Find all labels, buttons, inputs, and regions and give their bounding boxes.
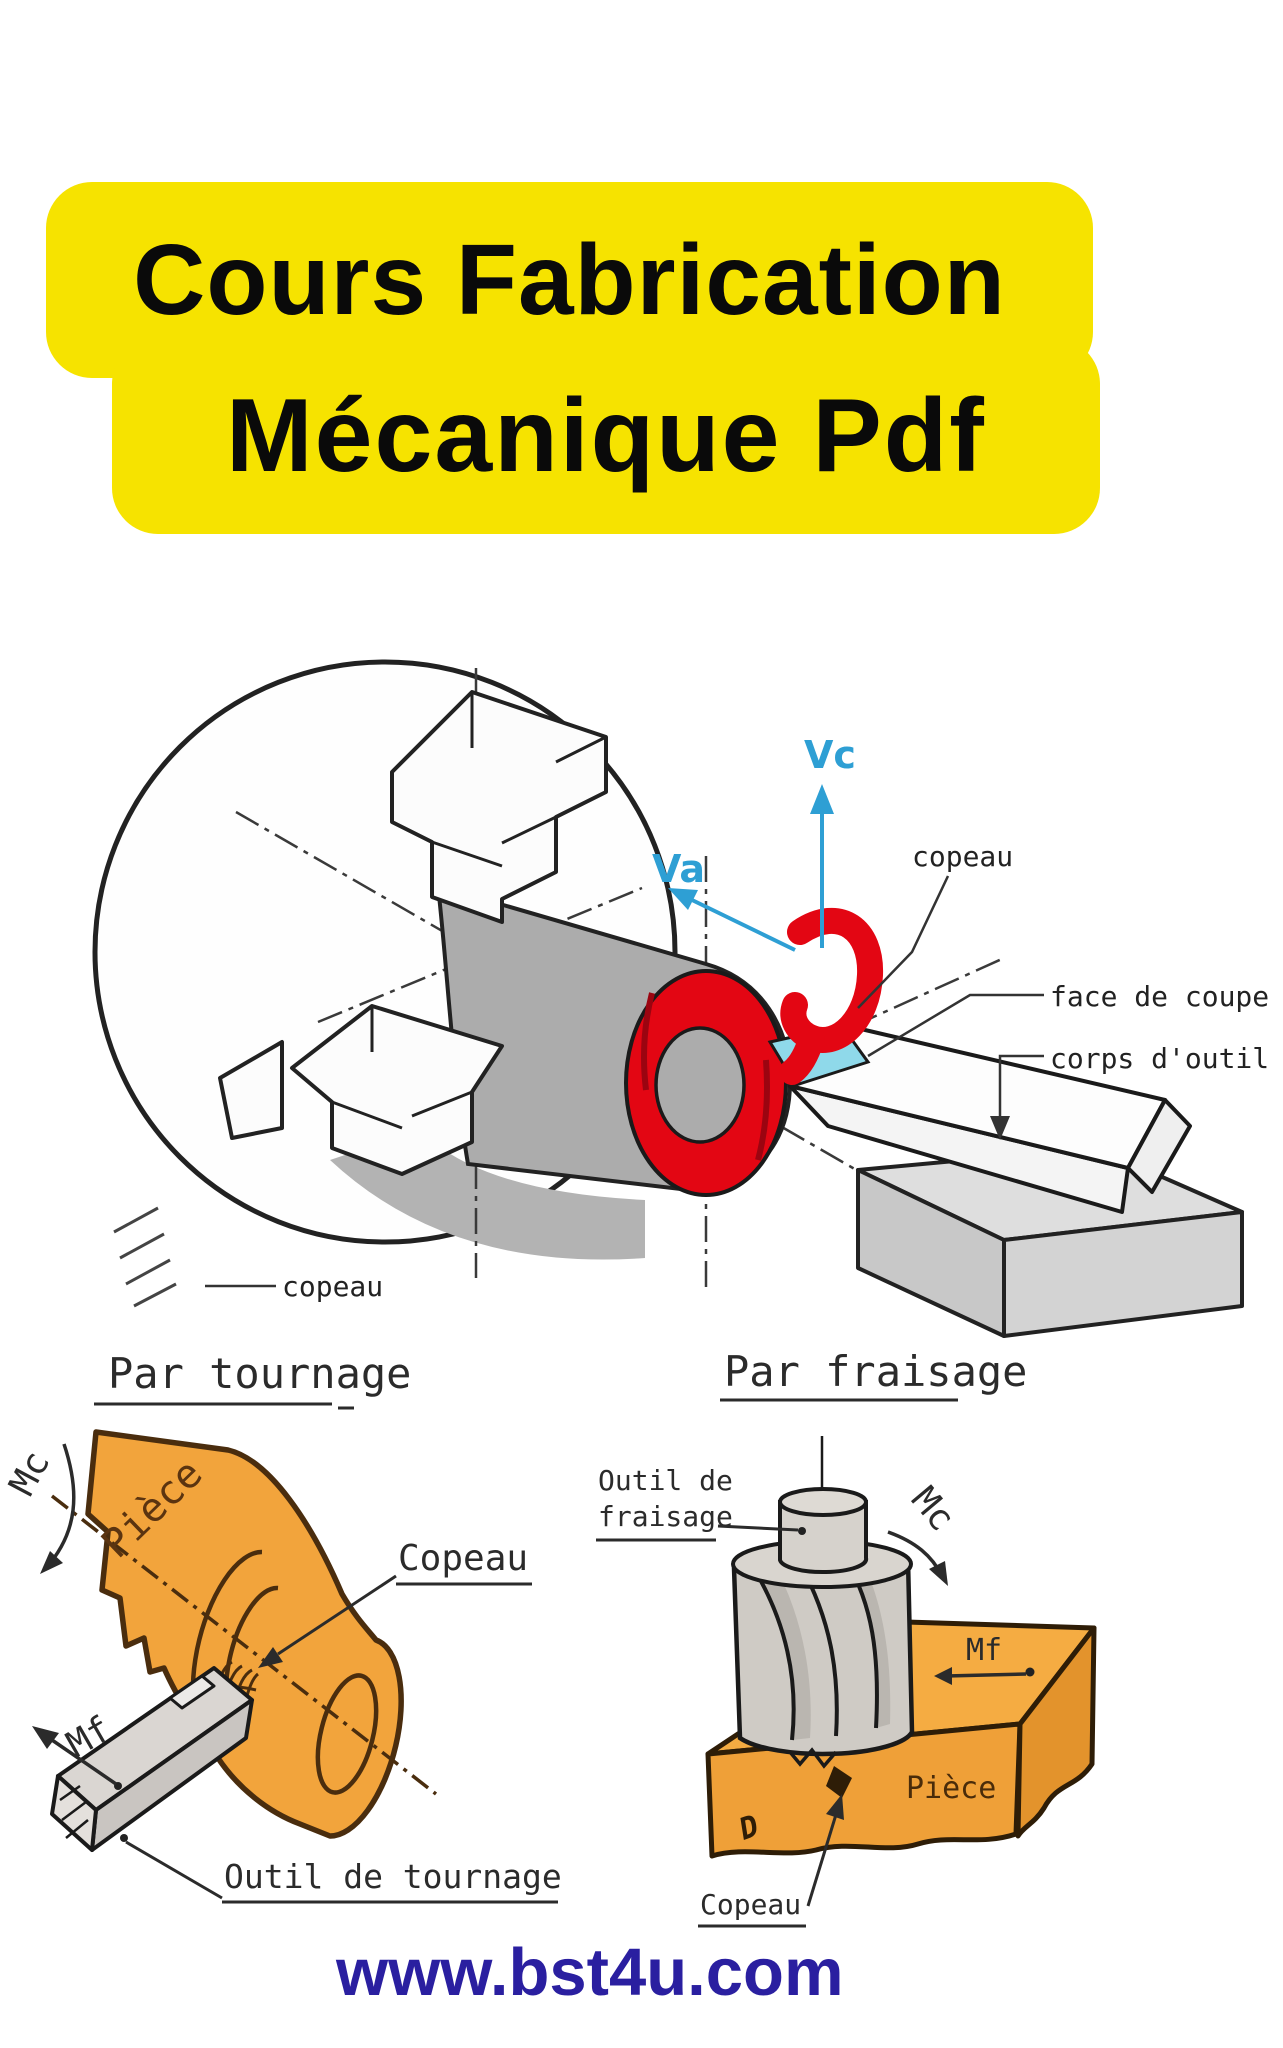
copeau-label: copeau xyxy=(912,840,1013,873)
fraisage-diagram: Par fraisage Outil de xyxy=(596,1347,1097,1928)
va-arrow-head xyxy=(668,888,698,910)
cutter-teeth xyxy=(788,1747,838,1769)
fraisage-piece-label: Pièce xyxy=(906,1771,996,1806)
face-de-coupe-leader xyxy=(867,993,1044,1058)
turning-iso-diagram: Vc Va copeau face de coupe corps d'outil… xyxy=(92,659,1269,1338)
outil-fraisage-line1: Outil de xyxy=(598,1464,733,1497)
block-front-face xyxy=(705,1721,1023,1859)
milling-cutter xyxy=(731,1487,915,1769)
fraisage-mf-label: Mf xyxy=(966,1633,1002,1668)
va-arrow-shaft xyxy=(689,897,796,952)
outil-fraisage-line2: fraisage xyxy=(598,1500,733,1533)
top-jaw xyxy=(390,690,608,924)
tool-end xyxy=(50,1774,98,1852)
fraisage-copeau-leader xyxy=(806,1807,840,1907)
fraisage-title: Par fraisage xyxy=(724,1347,1027,1396)
website-text: www.bst4u.com xyxy=(336,1935,844,2010)
chip-tail xyxy=(779,1025,825,1085)
tool-insert-step xyxy=(168,1674,216,1710)
copeau-bottom-label: copeau xyxy=(282,1270,383,1303)
cutter-flute-shade-2 xyxy=(846,1556,891,1728)
fraisage-mc-label: Mc xyxy=(903,1479,962,1539)
fraisage-mf-arrow-head xyxy=(934,1667,952,1685)
tournage-diagram: Par tournage Mc xyxy=(2,1349,562,1904)
outil-leader-dot xyxy=(120,1834,128,1842)
velocity-arrows: Vc Va xyxy=(652,733,856,952)
mc-arrow xyxy=(44,1443,76,1570)
block-right-face xyxy=(1015,1625,1097,1839)
tournage-tool xyxy=(50,1666,254,1852)
red-chip-curl xyxy=(779,908,884,1085)
banner-background-bottom xyxy=(112,338,1100,534)
banner-title-line1: Cours Fabrication xyxy=(133,223,1006,336)
bottom-jaw xyxy=(290,1004,504,1176)
fraisage-mf-arrow xyxy=(945,1672,1027,1678)
va-label: Va xyxy=(652,847,705,891)
cutter-shank-top xyxy=(778,1487,868,1517)
fraisage-mc-arrow-head xyxy=(929,1561,948,1586)
outil-label: Outil de tournage xyxy=(224,1857,562,1896)
cutter-shank xyxy=(778,1500,869,1575)
corps-doutil-label: corps d'outil xyxy=(1050,1042,1269,1075)
face-de-coupe-label: face de coupe xyxy=(1050,980,1269,1013)
mf-arrow-head xyxy=(32,1726,59,1749)
vc-arrow-head xyxy=(810,784,834,814)
outil-fraisage-dot xyxy=(798,1527,806,1535)
cutter-flute-shade-1 xyxy=(757,1566,811,1740)
chip-diamond xyxy=(826,1766,852,1798)
chip-loop xyxy=(780,908,884,1053)
tool-end-hatch xyxy=(59,1784,89,1839)
tool-end-face xyxy=(1126,1098,1192,1194)
banner-title-line2: Mécanique Pdf xyxy=(226,377,986,494)
mc-arrow-head xyxy=(40,1551,63,1574)
tournage-title-underline xyxy=(94,1402,354,1410)
outil-leader xyxy=(125,1840,223,1900)
tournage-title: Par tournage xyxy=(108,1349,411,1398)
ring-shading xyxy=(641,992,770,1161)
copeau-leader xyxy=(857,875,950,1009)
tool-bar xyxy=(788,1024,1192,1214)
corps-doutil-arrow-head xyxy=(990,1116,1010,1140)
copeau-leader xyxy=(277,1574,397,1656)
top-jaw-edges xyxy=(431,692,607,868)
label-leaders xyxy=(205,875,1044,1288)
tool-post-right xyxy=(1002,1210,1244,1338)
ring-inner-core xyxy=(654,1026,746,1144)
mf-arrow xyxy=(51,1738,117,1786)
left-jaw xyxy=(218,1040,284,1140)
outil-fraisage-leader xyxy=(717,1524,799,1532)
chuck-jaws xyxy=(218,690,608,1176)
copeau-label: Copeau xyxy=(398,1538,528,1579)
bottom-jaw-edges xyxy=(331,1006,473,1130)
corps-doutil-leader xyxy=(998,1054,1044,1125)
fraisage-copeau-arrow-head xyxy=(826,1794,844,1820)
vc-label: Vc xyxy=(804,733,856,777)
end-face-inner-ellipse xyxy=(315,1673,379,1795)
mc-label: Mc xyxy=(2,1445,59,1503)
hatch-marks xyxy=(113,1206,177,1308)
fraisage-copeau-label: Copeau xyxy=(700,1888,801,1921)
cross-line-chuck xyxy=(317,886,643,1024)
copeau-arrow-head xyxy=(258,1647,283,1668)
tournage-axis-line xyxy=(50,1494,438,1796)
mf-dot xyxy=(1025,1667,1035,1677)
